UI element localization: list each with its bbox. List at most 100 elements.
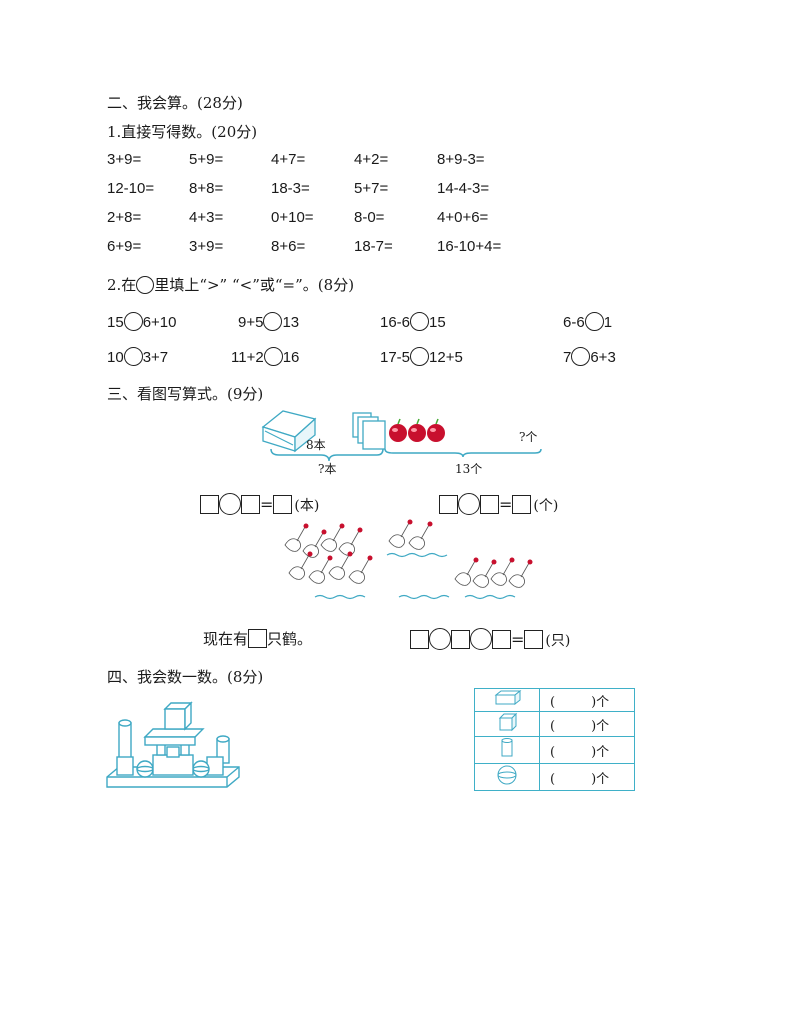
count-cell[interactable]: ()个 [539,736,635,764]
compare-circle-input[interactable] [571,347,591,366]
crane-icon [308,555,333,584]
arith-item: 2+8= [107,209,142,226]
cranes-figure [284,519,533,600]
brace-bottom [270,448,384,462]
count-cell[interactable]: ()个 [539,763,635,791]
question-1-title: 1.直接写得数。(20分) [107,123,258,141]
table-row: ()个 [474,763,635,791]
paren-close-unit: )个 [591,694,610,710]
crane-icon [302,529,327,558]
wave-icon [386,552,448,558]
paren-open: ( [550,694,556,710]
answer-box[interactable] [241,495,260,514]
arith-item: 16-10+4= [437,238,502,255]
crane-icon [508,559,533,588]
operator-circle[interactable] [219,493,241,515]
arith-item: 4+7= [271,151,306,168]
arith-item: 4+0+6= [437,209,489,226]
compare-left: 9+5 [238,314,264,331]
answer-box[interactable] [451,630,470,649]
crane-icon [408,521,433,550]
wave-icon [464,594,516,600]
arith-item: 4+2= [354,151,389,168]
compare-right: 13 [282,314,300,331]
paren-close-unit: )个 [591,718,610,734]
apple-icon [408,418,426,442]
unit-ben: (本) [294,498,320,514]
crane-icon [348,555,373,584]
compare-item: 15 6+10 [107,312,176,331]
table-row: ( )个 [474,711,635,737]
cube-icon [474,711,540,737]
equals-sign: = [511,630,525,649]
compare-circle-input[interactable] [263,312,283,331]
apple-icon [427,418,445,442]
crane-group-left [284,523,373,584]
label-8-ben: 8本 [306,438,326,452]
answer-box[interactable] [480,495,499,514]
compare-left: 6-6 [563,314,585,331]
answer-box[interactable] [200,495,219,514]
unit-ge: (个) [533,498,559,514]
xian-pre: 现在有 [203,630,249,648]
arith-item: 5+9= [189,151,224,168]
wave-icon [314,594,366,600]
compare-right: 16 [282,349,300,366]
arith-item: 3+9= [107,151,142,168]
compare-circle-input[interactable] [410,347,430,366]
compare-left: 7 [563,349,572,366]
compare-circle-input[interactable] [263,347,283,366]
compare-circle-input[interactable] [123,347,143,366]
answer-box[interactable] [410,630,429,649]
answer-box[interactable] [512,495,532,514]
compare-right: 6+10 [142,314,177,331]
count-cell[interactable]: ( )个 [539,711,635,737]
arith-item: 4+3= [189,209,224,226]
q2-title-post: 里填上“>” “<”或“=”。(8分) [154,276,355,294]
compare-right: 12+5 [429,349,463,366]
arith-item: 18-7= [354,238,393,255]
books-apples-figure [261,410,542,462]
operator-circle[interactable] [458,493,480,515]
compare-left: 15 [107,314,124,331]
operator-circle[interactable] [429,628,451,650]
compare-item: 16-6 15 [380,312,446,331]
arith-item: 8+9-3= [437,151,485,168]
arith-item: 8+8= [189,180,224,197]
crane-group-right [454,557,533,588]
book-stack-icon [352,412,386,450]
section-2-title: 二、我会算。(28分) [107,94,243,112]
answer-box[interactable] [492,630,511,649]
compare-circle-input[interactable] [123,312,143,331]
cuboid-icon [474,688,540,712]
answer-box[interactable] [439,495,458,514]
compare-circle-input[interactable] [410,312,430,331]
compare-right: 6+3 [590,349,616,366]
count-table: ()个 ()个 ()个 ()个 [474,688,635,791]
section-3-title: 三、看图写算式。(9分) [107,385,264,403]
compare-item: 7 6+3 [563,347,616,366]
question-2-title: 2.在里填上“>” “<”或“=”。(8分) [107,274,354,295]
xian-post: 只鹤。 [267,630,313,648]
operator-circle[interactable] [470,628,492,650]
wave-icon [398,594,450,600]
answer-box[interactable] [248,629,268,648]
count-cell[interactable]: ( )个 [539,688,635,712]
arith-item: 14-4-3= [437,180,490,197]
compare-left: 16-6 [380,314,411,331]
circle-blank-icon [136,276,155,294]
table-row: ()个 [474,736,635,764]
arith-item: 12-10= [107,180,155,197]
compare-item: 9+5 13 [238,312,299,331]
compare-left: 11+2 [231,349,264,366]
compare-circle-input[interactable] [584,312,604,331]
answer-box[interactable] [273,495,293,514]
compare-right: 15 [429,314,446,331]
crane-icon [388,519,413,548]
crane-icon [288,551,313,580]
equals-sign: = [499,495,513,514]
answer-box[interactable] [524,630,544,649]
paren-open: ( [550,718,556,734]
